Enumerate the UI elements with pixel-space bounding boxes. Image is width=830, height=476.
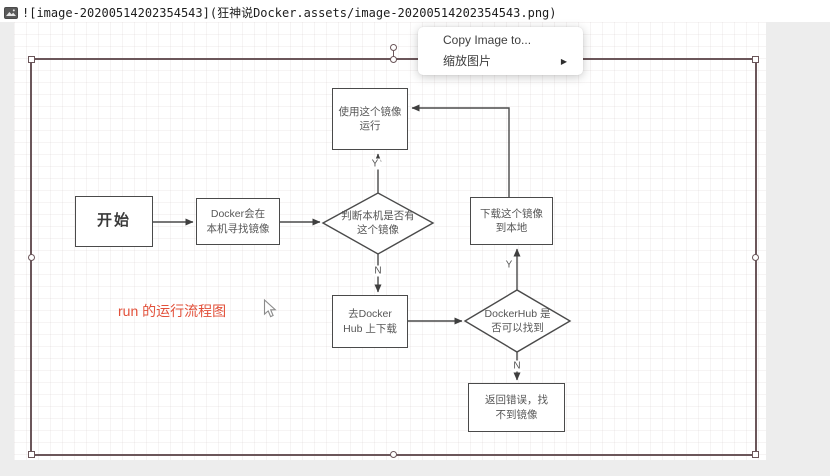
image-icon <box>4 6 18 19</box>
flow-diamond-check-local-label: 判断本机是否有 这个镜像 <box>341 209 415 236</box>
page-margin-right <box>766 22 830 476</box>
selection-handle-n[interactable] <box>390 56 397 63</box>
image-context-menu: Copy Image to... 缩放图片 ▶ <box>418 27 583 75</box>
edge-label-yes-1: Y <box>369 158 381 170</box>
flow-node-error: 返回错误，找 不到镜像 <box>468 383 565 432</box>
selection-handle-w[interactable] <box>28 253 35 261</box>
markdown-image-source-line[interactable]: ![image-20200514202354543](狂神说Docker.ass… <box>4 3 557 21</box>
flow-diamond-check-hub-label: DockerHub 是 否可以找到 <box>484 307 551 334</box>
edge-label-no-1: N <box>372 265 384 277</box>
menu-item-zoom-image[interactable]: 缩放图片 ▶ <box>418 51 583 72</box>
flow-node-go-hub: 去Docker Hub 上下载 <box>332 295 408 348</box>
selection-handle-nw[interactable] <box>28 56 35 63</box>
flow-node-start: 开始 <box>75 196 153 247</box>
selection-handle-se[interactable] <box>752 451 759 458</box>
rotate-handle[interactable] <box>390 44 397 51</box>
menu-item-copy-image-to-label: Copy Image to... <box>443 33 532 47</box>
flow-node-download: 下载这个镜像 到本地 <box>470 197 553 245</box>
image-selection-box <box>28 44 759 458</box>
page-margin-left <box>0 22 14 476</box>
selection-handle-ne[interactable] <box>752 56 759 63</box>
flow-node-search-local: Docker会在 本机寻找镜像 <box>196 198 280 245</box>
menu-item-zoom-image-label: 缩放图片 <box>443 54 492 68</box>
flowchart-annotation: run 的运行流程图 <box>118 303 227 319</box>
submenu-arrow-icon: ▶ <box>560 57 567 66</box>
edge-label-no-2: N <box>511 360 523 372</box>
selection-handle-e[interactable] <box>752 253 759 261</box>
mouse-cursor <box>263 298 278 325</box>
markdown-source-text[interactable]: ![image-20200514202354543](狂神说Docker.ass… <box>22 5 557 20</box>
rotate-handle-stem <box>393 51 394 58</box>
page-margin-bottom <box>14 460 766 476</box>
edge-label-yes-2: Y <box>503 259 515 271</box>
flow-node-run-image: 使用这个镜像 运行 <box>332 88 408 150</box>
menu-item-copy-image-to[interactable]: Copy Image to... <box>418 30 583 51</box>
selection-handle-sw[interactable] <box>28 451 35 458</box>
selection-handle-s[interactable] <box>390 451 397 458</box>
